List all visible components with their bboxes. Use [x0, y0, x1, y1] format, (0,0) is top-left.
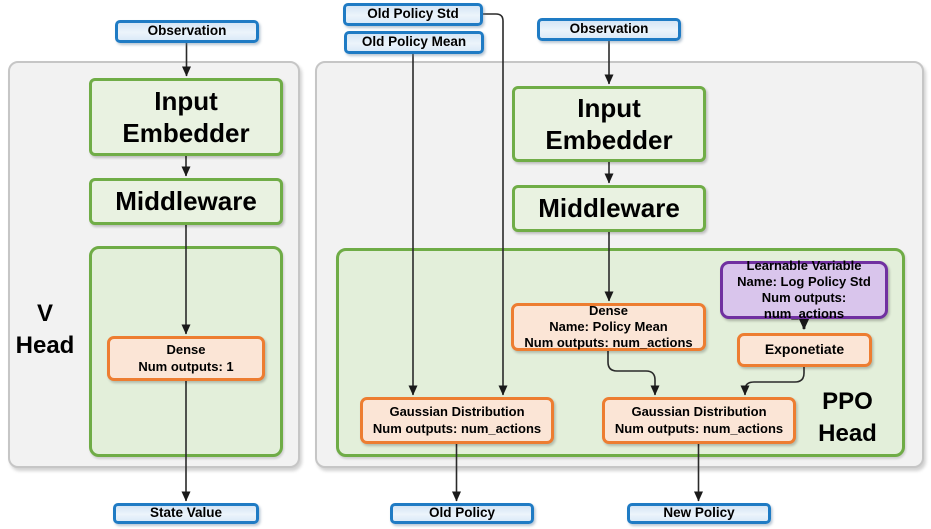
dense-ppo-title: Dense — [588, 302, 629, 318]
observation-input-v: Observation — [115, 20, 259, 43]
gaussian-old-title: Gaussian Distribution — [389, 404, 525, 420]
dense-v-title: Dense — [166, 342, 206, 358]
middleware-ppo: Middleware — [512, 185, 706, 232]
old-policy-output: Old Policy — [390, 503, 534, 524]
learnable-variable-title: Learnable Variable — [746, 257, 862, 273]
gaussian-old-num-outputs: Num outputs: num_actions — [372, 420, 542, 436]
dense-v-num-outputs: Num outputs: 1 — [138, 358, 234, 374]
ppo-head-label-line2: Head — [818, 420, 877, 448]
state-value-output: State Value — [113, 503, 259, 524]
dense-ppo-num-outputs: Num outputs: num_actions — [524, 335, 693, 351]
gaussian-new-title: Gaussian Distribution — [631, 404, 767, 420]
gaussian-distribution-old: Gaussian Distribution Num outputs: num_a… — [360, 397, 554, 444]
input-embedder-ppo: Input Embedder — [512, 86, 706, 162]
learnable-variable-num-outputs: Num outputs: num_actions — [761, 290, 847, 322]
observation-input-ppo: Observation — [537, 18, 681, 41]
dense-ppo-name: Name: Policy Mean — [549, 318, 668, 334]
dense-layer-v: Dense Num outputs: 1 — [107, 336, 265, 381]
exponetiate-op: Exponetiate — [737, 333, 872, 367]
v-head-label: V Head — [12, 298, 78, 363]
learnable-variable-log-policy-std: Learnable Variable Name: Log Policy Std … — [720, 257, 888, 321]
gaussian-new-num-outputs: Num outputs: num_actions — [614, 420, 784, 436]
gaussian-distribution-new: Gaussian Distribution Num outputs: num_a… — [602, 397, 796, 444]
ppo-head-label: PPO Head — [805, 386, 890, 451]
v-head-label-line2: Head — [15, 332, 75, 360]
old-policy-mean-input: Old Policy Mean — [344, 31, 484, 54]
middleware-v: Middleware — [89, 178, 283, 225]
old-policy-std-input: Old Policy Std — [343, 3, 483, 26]
learnable-variable-name: Name: Log Policy Std — [737, 273, 871, 289]
v-head-label-line1: V — [36, 300, 53, 327]
new-policy-output: New Policy — [627, 503, 771, 524]
dense-layer-policy-mean: Dense Name: Policy Mean Num outputs: num… — [511, 303, 706, 351]
input-embedder-v: Input Embedder — [89, 78, 283, 156]
ppo-head-label-line1: PPO — [822, 388, 873, 415]
